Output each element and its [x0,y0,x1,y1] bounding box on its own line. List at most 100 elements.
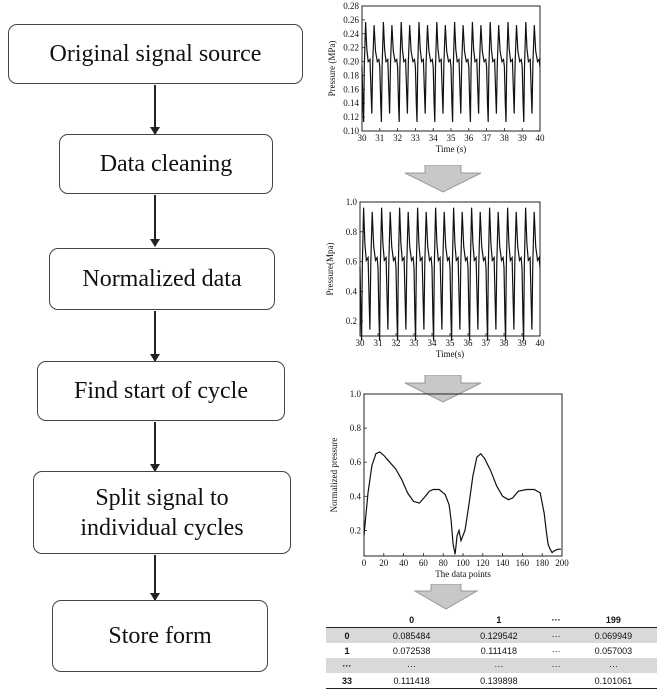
x-tick-label: 180 [535,558,549,568]
normalized-series-line [363,451,561,555]
block-arrow-down [403,164,483,198]
flow-arrow [151,555,159,601]
x-tick-label: 120 [476,558,490,568]
x-axis-title: The data points [435,569,491,579]
y-tick-label: 0.14 [343,98,359,108]
y-tick-label: 0.8 [350,423,362,433]
column-header: ··· [542,612,570,628]
y-tick-label: 0.18 [343,70,359,80]
x-tick-label: 37 [482,133,492,143]
y-tick-label: 0.2 [346,316,357,326]
x-axis-title: Time(s) [436,349,464,359]
x-tick-label: 31 [374,338,383,348]
step-find-start-of-cycle: Find start of cycle [37,361,285,421]
table-row: 33 0.111418 0.139898 0.101061 [326,673,657,689]
y-tick-label: 0.8 [346,227,358,237]
column-header: 199 [569,612,657,628]
step-label: Data cleaning [99,151,233,177]
x-tick-label: 20 [379,558,389,568]
x-tick-label: 160 [516,558,530,568]
step-original-signal-source: Original signal source [8,24,303,84]
y-tick-label: 0.10 [343,126,359,136]
block-arrow-down-icon [404,164,482,193]
y-tick-label: 0.4 [350,491,362,501]
x-tick-label: 140 [496,558,510,568]
y-tick-label: 0.6 [350,457,362,467]
x-axis-title: Time (s) [436,144,466,154]
y-axis-title: Normalized pressure [329,438,339,513]
x-tick-label: 39 [518,133,528,143]
table-cell: 0.085484 [368,627,456,643]
step-label: Normalized data [82,266,242,292]
block-arrow-down [403,374,483,408]
x-tick-label: 31 [375,133,384,143]
x-tick-label: 30 [358,133,368,143]
y-tick-label: 0.2 [350,525,361,535]
x-tick-label: 39 [518,338,528,348]
table-cell: ··· [551,645,561,656]
x-tick-label: 38 [500,338,510,348]
table-cell [542,673,570,689]
x-tick-label: 30 [356,338,366,348]
x-tick-label: 36 [464,133,474,143]
table-cell: ··· [455,658,543,673]
y-tick-label: 0.26 [343,15,359,25]
step-label: Split signal to individual cycles [80,484,244,541]
x-tick-label: 32 [392,338,401,348]
row-index: 0 [326,627,368,643]
y-axis-title: Pressure(Mpa) [325,243,335,296]
x-tick-label: 34 [429,133,439,143]
x-tick-label: 0 [362,558,367,568]
block-arrow-down [413,583,479,615]
y-tick-label: 0.4 [346,286,358,296]
y-tick-label: 1.0 [346,197,358,207]
x-tick-label: 33 [410,338,420,348]
x-tick-label: 33 [411,133,421,143]
x-tick-label: 32 [393,133,402,143]
x-tick-label: 40 [536,338,546,348]
y-tick-label: 0.16 [343,84,359,94]
column-header: 1 [455,612,543,628]
stored-cycles-table: 0 1 ··· 199 0 0.085484 0.129542 ··· 0.06… [326,612,657,689]
table-cell: 0.139898 [455,673,543,689]
column-header [326,612,368,628]
table-cell: ··· [542,627,570,643]
flow-arrow [151,422,159,472]
plot-frame [363,393,563,557]
y-tick-label: 0.28 [343,1,359,11]
row-index: 33 [326,673,368,689]
pressure-series-line [361,21,541,123]
block-arrow-down-icon [404,374,482,403]
x-tick-label: 35 [446,338,456,348]
y-tick-label: 0.12 [343,112,359,122]
x-tick-label: 100 [456,558,470,568]
x-tick-label: 40 [536,133,546,143]
column-header: 0 [368,612,456,628]
y-tick-label: 0.6 [346,257,358,267]
x-tick-label: 35 [447,133,457,143]
step-store-form: Store form [52,600,268,672]
table-cell: 0.072538 [392,645,431,656]
y-tick-label: 0.20 [343,57,359,67]
row-index: 1 [344,645,350,656]
table-row: 1 0.072538 0.111418 ··· 0.057003 [326,643,657,658]
step-label: Original signal source [49,41,262,67]
step-normalized-data: Normalized data [49,248,275,310]
row-index: ··· [326,658,368,673]
block-arrow-down-icon [413,583,479,610]
table-cell: 0.111418 [368,673,456,689]
table-cell: ··· [542,658,570,673]
step-label: Find start of cycle [74,378,248,404]
x-tick-label: 80 [439,558,449,568]
y-axis-title: Pressure (MPa) [327,41,337,97]
table-cell: 0.057003 [594,645,633,656]
x-tick-label: 34 [428,338,438,348]
y-tick-label: 0.24 [343,29,359,39]
table-cell: 0.129542 [455,627,543,643]
table-cell: ··· [569,658,657,673]
